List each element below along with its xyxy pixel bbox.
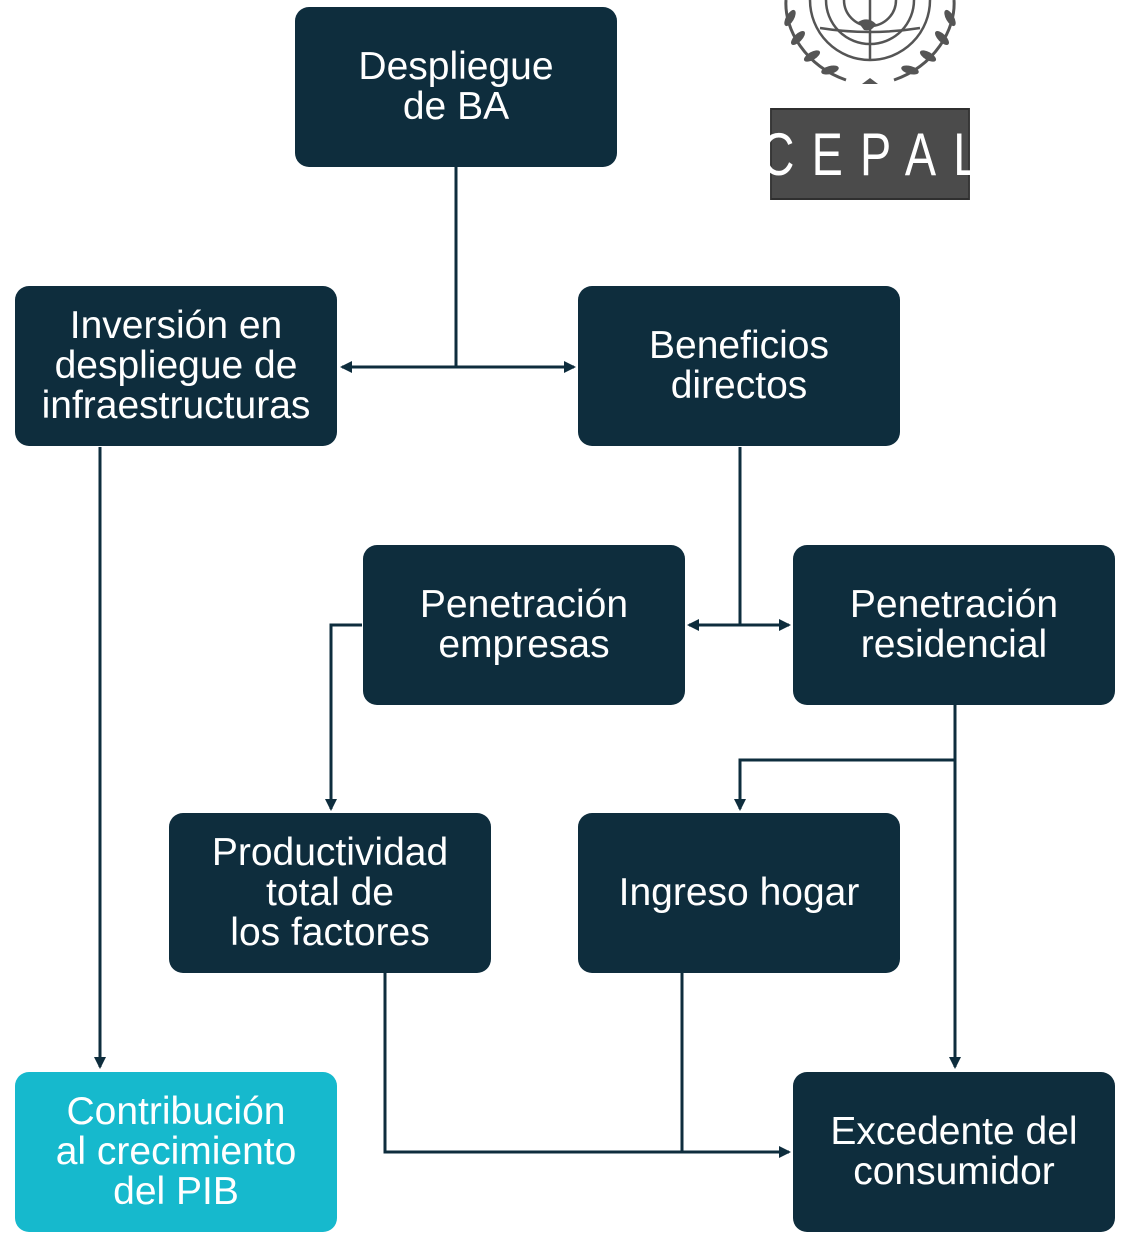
- arrow-productividad-to-excedente: [383, 973, 791, 1158]
- node-despliegue-ba: Despliegue de BA: [295, 7, 617, 167]
- node-contribucion-pib: Contribución al crecimiento del PIB: [15, 1072, 337, 1232]
- un-emblem-icon: [784, 0, 956, 84]
- cepal-wordmark: CEPAL: [761, 108, 979, 200]
- node-penetracion-empresas: Penetración empresas: [363, 545, 685, 705]
- node-productividad-total: Productividad total de los factores: [169, 813, 491, 973]
- node-ingreso-hogar: Ingreso hogar: [578, 813, 900, 973]
- arrow-empresas-to-productividad: [325, 623, 362, 811]
- node-penetracion-residencial: Penetración residencial: [793, 545, 1115, 705]
- node-inversion-infraestructuras: Inversión en despliegue de infraestructu…: [15, 286, 337, 446]
- node-beneficios-directos: Beneficios directos: [578, 286, 900, 446]
- arrow-residencial-to-ingreso: [734, 758, 955, 811]
- cepal-logo: CEPAL: [742, 0, 998, 200]
- node-excedente-consumidor: Excedente del consumidor: [793, 1072, 1115, 1232]
